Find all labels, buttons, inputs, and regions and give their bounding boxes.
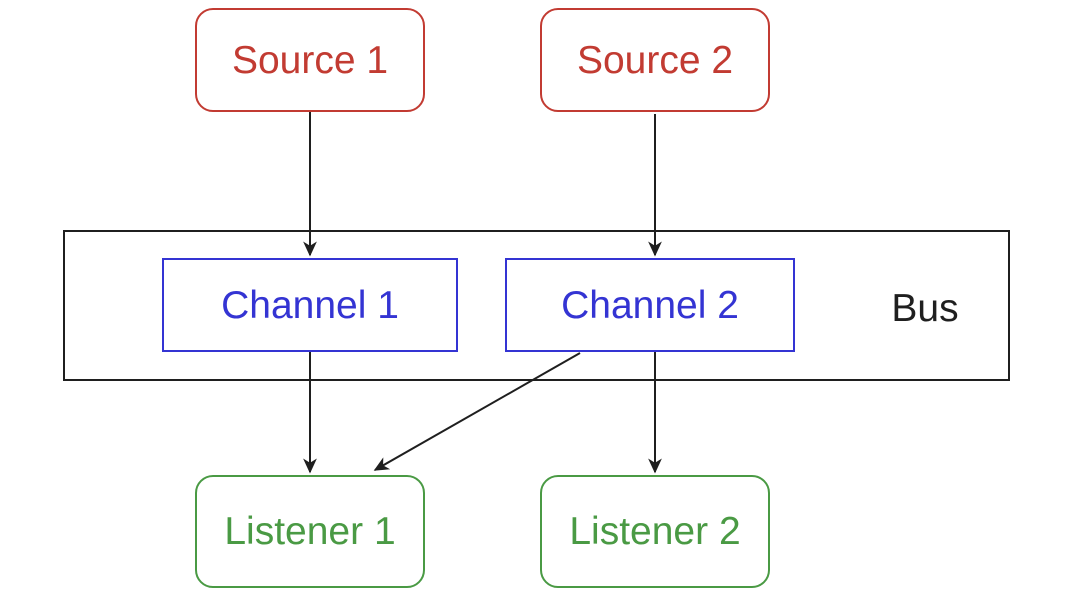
source2-node: Source 2 [540, 8, 770, 112]
source1-node: Source 1 [195, 8, 425, 112]
channel1-node: Channel 1 [162, 258, 458, 352]
source2-label: Source 2 [576, 38, 734, 82]
listener1-node: Listener 1 [195, 475, 425, 588]
channel2-node: Channel 2 [505, 258, 795, 352]
bus-label: Bus [891, 286, 959, 330]
channel2-label: Channel 2 [561, 283, 739, 327]
listener2-node: Listener 2 [540, 475, 770, 588]
source1-label: Source 1 [231, 38, 389, 82]
channel1-label: Channel 1 [221, 283, 399, 327]
listener1-label: Listener 1 [224, 510, 396, 553]
listener2-label: Listener 2 [569, 510, 741, 553]
